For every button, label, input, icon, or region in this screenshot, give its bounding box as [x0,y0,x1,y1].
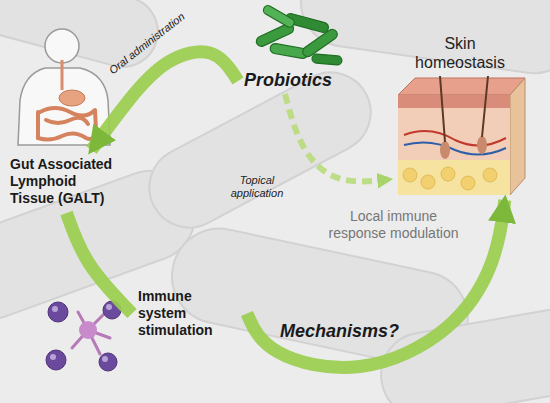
intestine [38,108,96,140]
node-text: Gut Associated Lymphoid Tissue (GALT) [10,156,123,206]
fat-cell [461,176,475,190]
dendritic-cell [79,321,97,339]
hair-follicle [477,136,487,154]
curved-arrow [247,200,505,368]
lymphocyte [99,353,117,371]
skin-surface [398,78,525,95]
immune-cells [46,301,121,371]
dashed-arrow [285,94,390,181]
bacterium [262,4,296,29]
edge-label: Topical application [222,174,292,200]
blood-vessel [404,142,506,154]
cell-highlight [102,356,108,362]
probiotic-bacteria [255,4,343,65]
galt-node: Gut Associated Lymphoid Tissue (GALT) [4,150,129,213]
hair-follicle [440,141,450,159]
esophagus [61,60,64,90]
fat-cells [403,167,497,190]
cell-highlight [52,306,58,312]
node-text: Immune system stimulation [138,288,241,338]
immune-node: Immune system stimulation [132,282,247,345]
bacterium-rod [295,0,550,79]
human-figure [18,29,110,145]
hair [440,76,488,142]
bacterium-rod [135,58,384,241]
bacterium [312,54,343,66]
lymphocyte [48,302,68,322]
skin-illustration [398,76,525,195]
fat-cell [421,175,435,189]
skin-side [510,78,525,195]
annotation-label: Local immune response modulation [322,208,465,242]
stomach [59,90,85,106]
fat-cell [483,168,497,182]
cell-highlight [106,304,112,310]
cell-highlight [50,354,56,360]
node-text: Probiotics [240,70,336,92]
skin-node: Skin homeostasis [390,28,530,200]
lymphocyte [46,350,66,370]
fat-cell [403,168,417,182]
dendritic-cell-arms [72,312,110,354]
fat-cell [441,167,455,181]
dermis [398,108,510,160]
bacterium-rod [0,0,166,75]
hypodermis [398,160,510,195]
head [45,29,79,63]
probiotics-node: Probiotics [238,68,338,94]
edge-label: Mechanisms? [280,321,405,343]
curved-arrow [67,213,133,314]
node-text: Skin homeostasis [405,34,515,72]
epidermis [398,95,510,108]
